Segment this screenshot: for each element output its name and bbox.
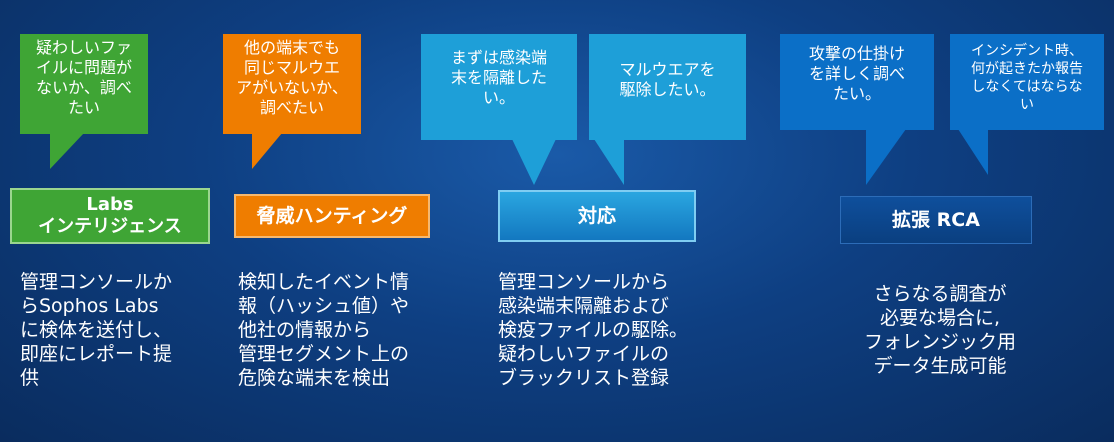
label-text: 脅威ハンティング <box>256 205 408 227</box>
bubble-text: インシデント時、 何が起きたか報告 しなくてはならな い <box>971 43 1083 113</box>
label-text: 対応 <box>577 205 616 227</box>
speech-bubble-tail <box>866 129 906 185</box>
label-extended-rca: 拡張 RCA <box>840 196 1032 244</box>
speech-bubble-tail <box>50 133 84 169</box>
speech-bubble-labs: 疑わしいファ イルに問題が ないか、調べ たい <box>20 34 148 134</box>
speech-bubble-threat-hunting: 他の端末でも 同じマルウエ アがいないか、 調べたい <box>223 34 361 134</box>
speech-bubble-report: インシデント時、 何が起きたか報告 しなくてはならな い <box>950 34 1104 130</box>
speech-bubble-investigate: 攻撃の仕掛け を詳しく調べ たい。 <box>780 34 934 130</box>
bubble-text: 疑わしいファ イルに問題が ないか、調べ たい <box>35 38 132 117</box>
bubble-text: 他の端末でも 同じマルウエ アがいないか、 調べたい <box>236 38 348 117</box>
bubble-text: まずは感染端 末を隔離した い。 <box>450 48 547 107</box>
label-labs-intelligence: Labs インテリジェンス <box>10 188 210 244</box>
speech-bubble-tail <box>512 139 556 185</box>
speech-bubble-isolate: まずは感染端 末を隔離した い。 <box>421 34 577 140</box>
speech-bubble-tail <box>252 133 282 169</box>
bubble-text: マルウエアを 駆除したい。 <box>619 60 716 99</box>
speech-bubble-tail <box>594 139 624 185</box>
label-text: Labs インテリジェンス <box>38 194 182 237</box>
label-threat-hunting: 脅威ハンティング <box>234 194 430 238</box>
speech-bubble-tail <box>958 129 988 175</box>
label-response: 対応 <box>498 190 696 242</box>
description-response: 管理コンソールから 感染端末隔離および 検疫ファイルの駆除。 疑わしいファイルの… <box>498 271 689 389</box>
speech-bubble-remove-malware: マルウエアを 駆除したい。 <box>589 34 746 140</box>
description-extended-rca: さらなる調査が 必要な場合に, フォレンジック用 データ生成可能 <box>863 283 1016 377</box>
label-text: 拡張 RCA <box>892 209 980 231</box>
description-labs: 管理コンソールか らSophos Labs に検体を送付し、 即座にレポート提 … <box>20 271 173 389</box>
description-threat-hunting: 検知したイベント情 報（ハッシュ値）や 他社の情報から 管理セグメント上の 危険… <box>238 271 410 389</box>
bubble-text: 攻撃の仕掛け を詳しく調べ たい。 <box>808 44 905 103</box>
